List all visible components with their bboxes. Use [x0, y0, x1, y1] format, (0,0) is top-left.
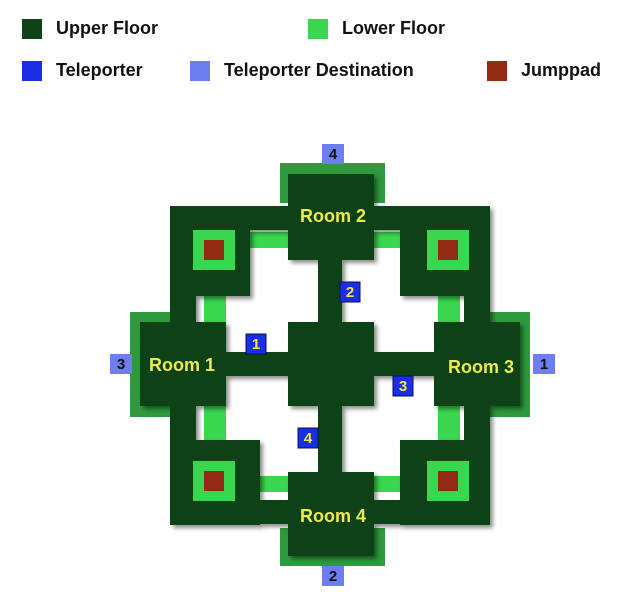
destination-label: 4 [329, 146, 338, 163]
room-3-platform [434, 322, 520, 406]
legend-label: Jumppad [521, 60, 602, 80]
teleporter-label: 2 [346, 284, 354, 301]
room-2-platform [288, 174, 374, 260]
legend-label: Lower Floor [342, 18, 445, 38]
room-4-platform [288, 472, 374, 556]
teleporter-3: 3 [392, 375, 414, 397]
teleporter-label: 1 [252, 336, 260, 353]
teleporter-destination-left: 3 [110, 354, 132, 374]
room-label-2: Room 2 [300, 206, 366, 226]
legend-item-lower-floor: Lower Floor [308, 18, 445, 39]
bridge-west [220, 352, 295, 376]
destination-label: 1 [540, 356, 548, 373]
legend-label: Teleporter [56, 60, 143, 80]
jumppad-icon [438, 471, 458, 491]
bridge-north [318, 250, 342, 330]
bridge-south [318, 400, 342, 480]
bridge-east [370, 352, 445, 376]
jumppad-nw [193, 230, 235, 270]
teleporter-destination-right: 1 [533, 354, 555, 374]
center-platform [288, 322, 374, 406]
upper-floor [140, 174, 520, 556]
legend-label: Teleporter Destination [224, 60, 414, 80]
room-1-platform [140, 322, 226, 406]
room-label-4: Room 4 [300, 506, 366, 526]
teleporter-destination-top: 4 [322, 144, 344, 164]
teleporter-destination-swatch [190, 60, 210, 81]
jumppad-icon [204, 471, 224, 491]
jumppads [193, 230, 469, 501]
teleporter-label: 3 [399, 378, 407, 395]
jumppad-icon [204, 240, 224, 260]
jumppad-icon [438, 240, 458, 260]
destination-label: 2 [329, 568, 337, 585]
jumppad-ne [427, 230, 469, 270]
room-label-3: Room 3 [448, 357, 514, 377]
lower-floor-swatch [308, 18, 328, 39]
jumppad-sw [193, 461, 235, 501]
upper-floor-swatch [22, 18, 42, 39]
jumppad-se [427, 461, 469, 501]
legend-item-teleporter-destination: Teleporter Destination [190, 60, 414, 81]
legend-item-jumppad: Jumppad [487, 60, 601, 81]
teleporter-label: 4 [304, 430, 313, 447]
teleporter-swatch [22, 60, 42, 81]
destination-label: 3 [117, 356, 125, 373]
legend: Upper Floor Lower Floor Teleporter Telep… [0, 0, 643, 100]
jumppad-swatch [487, 60, 507, 81]
legend-label: Upper Floor [56, 18, 158, 38]
teleporter-4: 4 [297, 427, 319, 449]
room-label-1: Room 1 [149, 355, 215, 375]
teleporter-2: 2 [339, 281, 361, 303]
legend-item-upper-floor: Upper Floor [22, 18, 158, 39]
legend-item-teleporter: Teleporter [22, 60, 143, 81]
teleporter-destination-bottom: 2 [322, 566, 344, 586]
teleporter-1: 1 [245, 333, 267, 355]
